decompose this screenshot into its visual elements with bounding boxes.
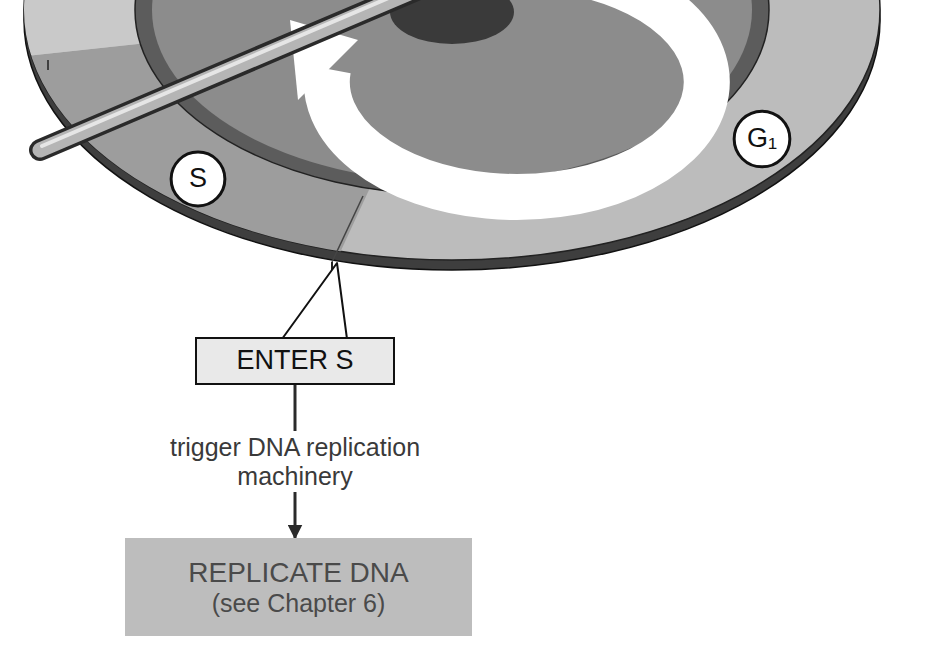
node-note: (see Chapter 6) [212,589,386,618]
control-rod-highlight [42,0,440,146]
callout-pointer [282,263,347,339]
control-rod [40,0,440,150]
phase-circle: G₁ [733,110,791,168]
edge-label: trigger DNA replication machinery [158,431,432,493]
segment-boundary [332,196,363,262]
node-label: ENTER S [236,345,353,376]
node-label: REPLICATE DNA [188,557,408,589]
node-label: S [189,163,207,194]
cycle-arrow-body [327,0,707,197]
circle-outline [734,111,790,167]
circle-outline [171,152,225,206]
process-box: REPLICATE DNA(see Chapter 6) [125,538,472,636]
node-label: G₁ [747,123,777,154]
callout-box: ENTER S [195,337,395,385]
phase-circle: S [170,151,226,207]
control-rod-body [40,0,440,150]
segment-boundary-edge [47,60,49,70]
center-hub [390,0,514,44]
